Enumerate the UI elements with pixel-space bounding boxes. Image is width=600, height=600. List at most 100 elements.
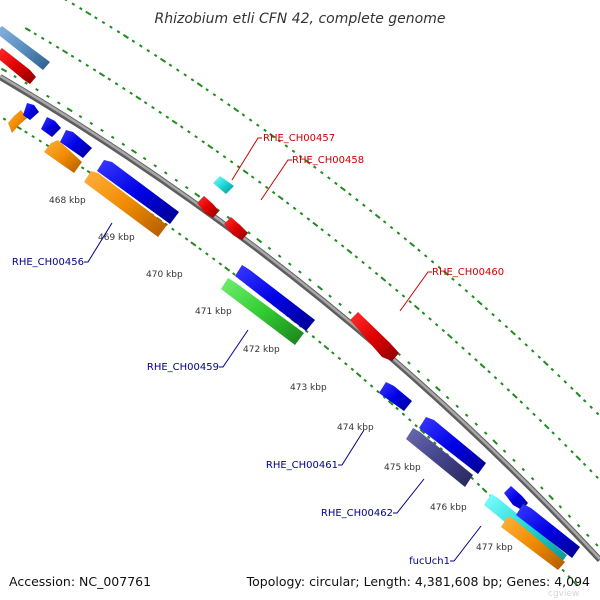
gene-label-fucuch1[interactable]: fucUch1 (409, 556, 450, 567)
tick-mark (348, 192, 352, 196)
tick-mark (100, 128, 104, 133)
tick-mark (451, 277, 455, 281)
tick-mark (311, 335, 316, 339)
tick-mark (298, 270, 302, 274)
tick-mark (361, 260, 365, 265)
tick-mark (575, 455, 582, 461)
tick-mark (355, 372, 362, 378)
tick-mark (92, 68, 97, 72)
tick-mark (524, 343, 528, 347)
tick-mark (433, 441, 437, 445)
tick-mark (194, 135, 198, 139)
feature-blue-462 (504, 486, 528, 510)
tick-mark (417, 248, 421, 252)
feature-orange-456 (84, 171, 167, 237)
feature-red-458a (197, 196, 219, 218)
tick-mark (348, 310, 352, 315)
tick-mark (434, 322, 439, 327)
tick-mark (101, 20, 106, 25)
tick-mark (229, 160, 234, 164)
tick-mark (369, 384, 374, 388)
tick-mark (179, 125, 184, 129)
tick-mark (428, 317, 432, 321)
tick-mark (320, 170, 324, 175)
map-title: Rhizobium etli CFN 42, complete genome (155, 11, 446, 27)
tick-mark (158, 110, 162, 115)
tick-mark (183, 73, 187, 77)
tick-mark (146, 49, 151, 53)
tick-mark (430, 259, 435, 264)
tick-mark (346, 248, 353, 255)
tick-mark (110, 135, 115, 140)
gene-label-rhe-ch00462[interactable]: RHE_CH00462 (321, 508, 393, 519)
tick-mark (207, 144, 214, 150)
tick-mark (194, 192, 201, 198)
tick-mark (437, 265, 442, 270)
feature-blue-459 (235, 265, 315, 331)
tick-mark (374, 213, 381, 219)
tick-mark (408, 299, 412, 304)
tick-mark (374, 271, 379, 276)
tick-mark (287, 262, 292, 266)
tick-mark (474, 358, 478, 362)
gene-label-rhe-ch00459[interactable]: RHE_CH00459 (147, 362, 219, 373)
tick-mark (165, 115, 170, 119)
feature-red-460 (350, 312, 399, 361)
tick-mark (423, 254, 428, 258)
gene-label-rhe-ch00457[interactable]: RHE_CH00457 (263, 133, 335, 144)
tick-mark (464, 413, 469, 417)
tick-mark (33, 32, 38, 36)
feature-slate-462 (406, 428, 473, 487)
tick-mark (107, 77, 112, 81)
tick-mark (168, 63, 173, 67)
tick-mark (408, 418, 412, 422)
tick-mark (550, 367, 555, 372)
tick-mark (585, 533, 590, 538)
tick-mark (184, 237, 189, 241)
tick-mark (135, 95, 142, 101)
gene-label-rhe-ch00456[interactable]: RHE_CH00456 (12, 257, 84, 268)
tick-mark (487, 370, 491, 374)
tick-mark (13, 74, 17, 79)
tick-mark (55, 45, 60, 49)
gene-label-rhe-ch00458[interactable]: RHE_CH00458 (292, 155, 364, 166)
tick-mark (317, 285, 324, 291)
tick-mark (443, 270, 450, 277)
tick-mark (570, 386, 574, 391)
tick-label: 475 kbp (384, 463, 421, 473)
gene-label-rhe-ch00461[interactable]: RHE_CH00461 (266, 460, 338, 471)
gene-label-rhe-ch00460[interactable]: RHE_CH00460 (432, 267, 504, 278)
tick-mark (368, 266, 372, 270)
tick-mark (396, 231, 401, 235)
tick-mark (537, 355, 542, 359)
tick-mark (61, 49, 69, 55)
tick-mark (525, 406, 530, 410)
feature-orange-1 (8, 110, 27, 133)
tick-mark (70, 54, 75, 58)
tick-mark (413, 304, 420, 311)
feature-blue-fuc (516, 504, 580, 558)
tick-mark (409, 241, 416, 248)
tick-mark (557, 373, 561, 378)
tick-mark (79, 7, 83, 11)
tick-mark (241, 113, 246, 117)
tick-mark (506, 388, 511, 392)
tick-mark (218, 262, 223, 266)
tick-mark (256, 237, 263, 244)
tick-mark (548, 494, 554, 501)
tick-mark (98, 72, 106, 78)
tick-mark (337, 356, 342, 361)
tick-mark (323, 344, 330, 351)
tick-mark (558, 504, 563, 509)
tick-mark (226, 215, 231, 220)
feature-orange-fuc (501, 516, 565, 570)
tick-mark (177, 232, 182, 236)
tick-mark (540, 486, 544, 490)
tick-mark (331, 351, 335, 355)
tick-label: 471 kbp (195, 307, 232, 317)
tick-mark (89, 121, 94, 126)
tick-mark (350, 367, 355, 372)
tick-mark (267, 246, 272, 250)
tick-mark (500, 382, 504, 386)
